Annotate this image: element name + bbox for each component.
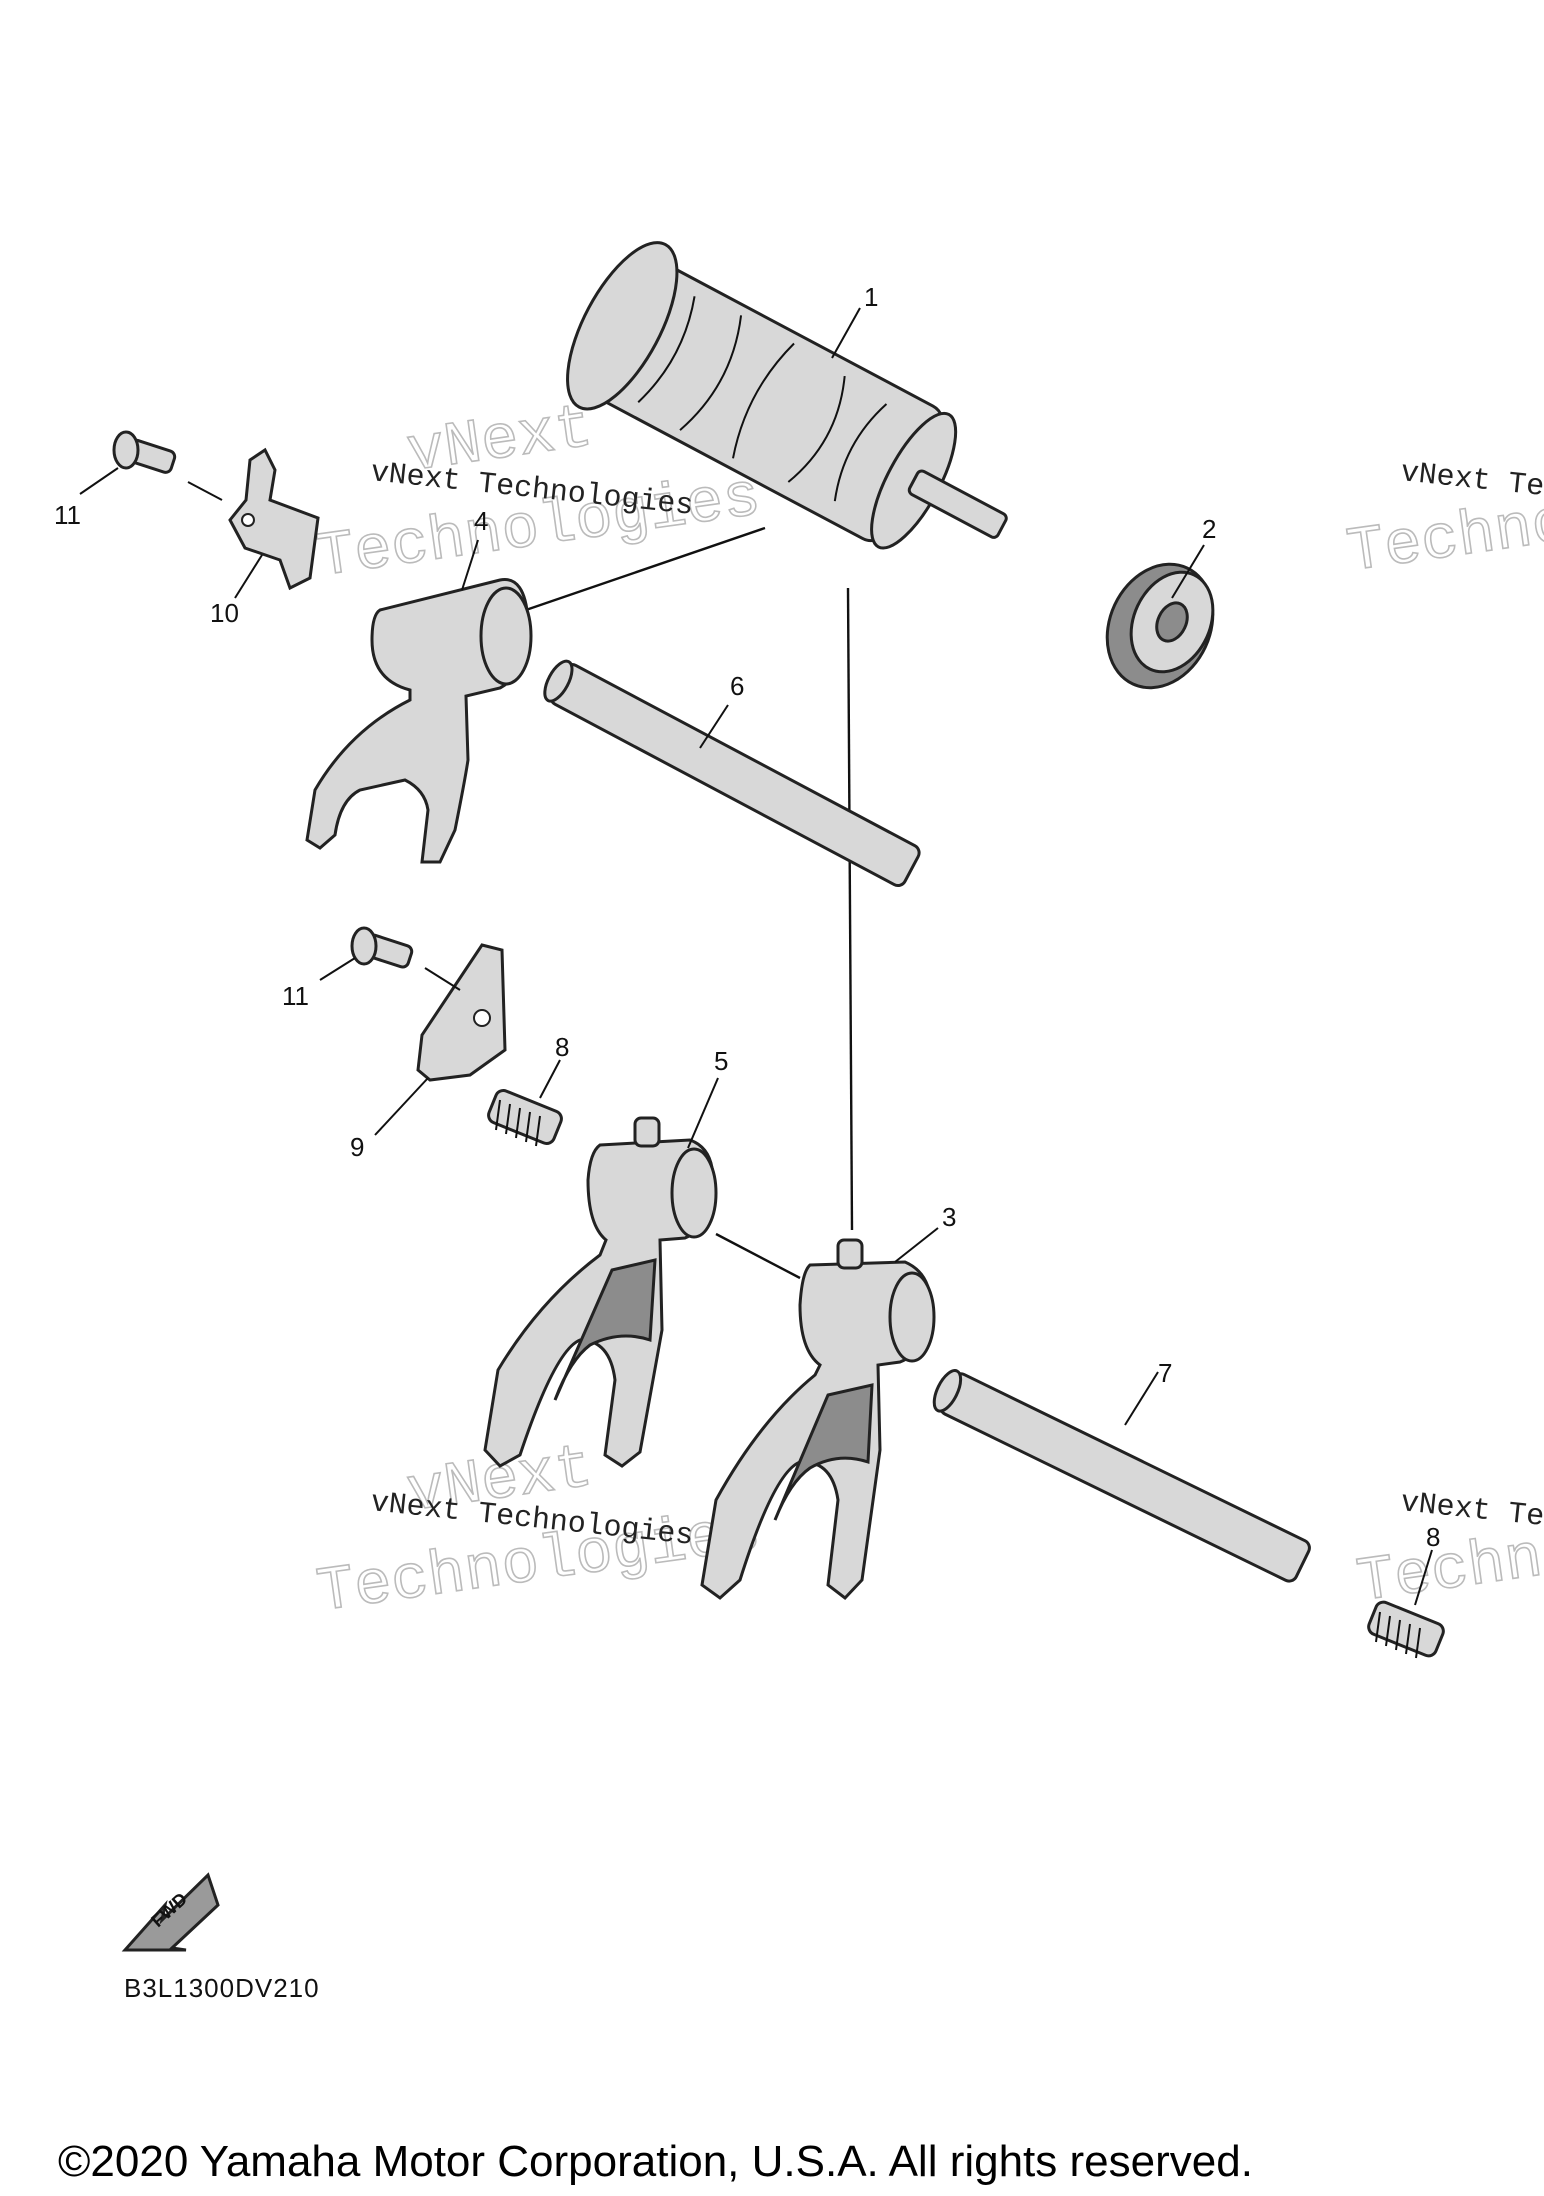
- spring-8-top-body: [487, 1089, 563, 1145]
- callout-10: 10: [210, 598, 239, 628]
- screw-11-middle-head: [350, 926, 378, 966]
- watermark-bottom-right: vNext Tec Techno: [1352, 1486, 1544, 1619]
- shift-fork-4-bore: [479, 586, 533, 686]
- callout-8-top: 8: [555, 1032, 569, 1062]
- shift-fork-5: [483, 1116, 718, 1468]
- connection-lines: [519, 526, 854, 1280]
- callout-3: 3: [942, 1202, 956, 1232]
- bearing-hole: [1155, 601, 1189, 643]
- callout-6: 6: [730, 671, 744, 701]
- shift-drum-gear-end: [566, 241, 679, 411]
- spring-8-bottom-coils: [1375, 1611, 1421, 1659]
- leader-8b: [1414, 1549, 1433, 1606]
- callout-1: 1: [864, 282, 878, 312]
- plate-9: [416, 943, 507, 1082]
- callout-11-middle: 11: [282, 981, 309, 1011]
- fwd-arrow: FWD: [121, 1872, 220, 1952]
- shift-fork-3: [700, 1238, 936, 1601]
- guide-bar-7-body: [938, 1372, 1311, 1583]
- shift-drum-shaft: [907, 469, 1008, 539]
- stopper-10: [228, 447, 320, 591]
- shift-fork-5-pin: [633, 1116, 661, 1148]
- callout-9: 9: [350, 1132, 364, 1162]
- link-fork5-to-fork3: [715, 1232, 801, 1280]
- plate-9-body: [416, 943, 507, 1082]
- link-drum-to-fork3: [846, 587, 854, 1231]
- leader-11a-to-10: [187, 481, 223, 501]
- stopper-10-hole: [241, 513, 255, 527]
- diagram-code: B3L1300DV210: [124, 1973, 320, 2003]
- spring-8-bottom: [1367, 1600, 1445, 1659]
- spring-8-bottom-body: [1367, 1600, 1445, 1658]
- link-drum-to-fork4: [519, 526, 766, 614]
- shift-fork-4: [305, 578, 533, 864]
- fwd-arrow-icon: [121, 1872, 220, 1952]
- leader-3: [894, 1227, 939, 1263]
- callout-4: 4: [474, 506, 488, 536]
- watermark-bottom-left: vNext Technologies vNext Technologies: [312, 1432, 766, 1630]
- shift-fork-5-shadow: [553, 1258, 657, 1401]
- watermark-top-right: vNext Tec Techno: [1342, 456, 1544, 589]
- shift-fork-3-pin: [836, 1238, 864, 1270]
- watermark-partial-big: Techno: [1343, 487, 1544, 588]
- watermark-top-left: vNext Technologies vNext Technologies: [312, 392, 766, 595]
- spring-8-top: [487, 1089, 563, 1147]
- guide-bar-6: [543, 659, 921, 887]
- callout-5: 5: [714, 1046, 728, 1076]
- plate-9-hole: [473, 1009, 491, 1027]
- leader-10: [234, 554, 263, 599]
- screw-11-top-head: [112, 430, 140, 470]
- callout-numbers: 1 2 3 4 5 6 7 8 8 9 10 11 11: [54, 282, 1440, 1552]
- leader-lines: [79, 307, 1433, 1606]
- leader-4: [461, 539, 479, 591]
- leader-7: [1124, 1371, 1159, 1426]
- leader-11b: [319, 957, 356, 981]
- callout-2: 2: [1202, 514, 1216, 544]
- callout-7: 7: [1158, 1358, 1172, 1388]
- guide-bar-6-end: [543, 659, 574, 703]
- shift-drum: [566, 241, 1008, 550]
- shift-fork-3-bore: [888, 1271, 936, 1363]
- guide-bar-7: [932, 1369, 1311, 1583]
- spring-8-top-coils: [495, 1099, 541, 1147]
- leader-1: [831, 307, 861, 359]
- leader-6: [699, 704, 729, 749]
- stopper-10-body: [228, 447, 320, 591]
- shift-drum-grooves: [637, 296, 888, 502]
- bearing: [1105, 562, 1215, 690]
- shift-fork-5-bore: [670, 1147, 718, 1239]
- copyright-notice: ©2020 Yamaha Motor Corporation, U.S.A. A…: [58, 2137, 1253, 2186]
- screw-11-top: [112, 430, 177, 474]
- leader-11a: [79, 467, 119, 495]
- screw-11-middle: [350, 926, 414, 969]
- leader-9: [374, 1077, 429, 1136]
- callout-11-top: 11: [54, 500, 81, 530]
- guide-bar-7-end: [932, 1369, 963, 1413]
- leader-8a: [539, 1059, 561, 1099]
- leader-5: [687, 1077, 719, 1149]
- leader-2: [1171, 544, 1205, 599]
- shift-fork-3-shadow: [773, 1383, 874, 1521]
- leader-11b-to-9: [424, 967, 461, 991]
- callout-8-bottom: 8: [1426, 1522, 1440, 1552]
